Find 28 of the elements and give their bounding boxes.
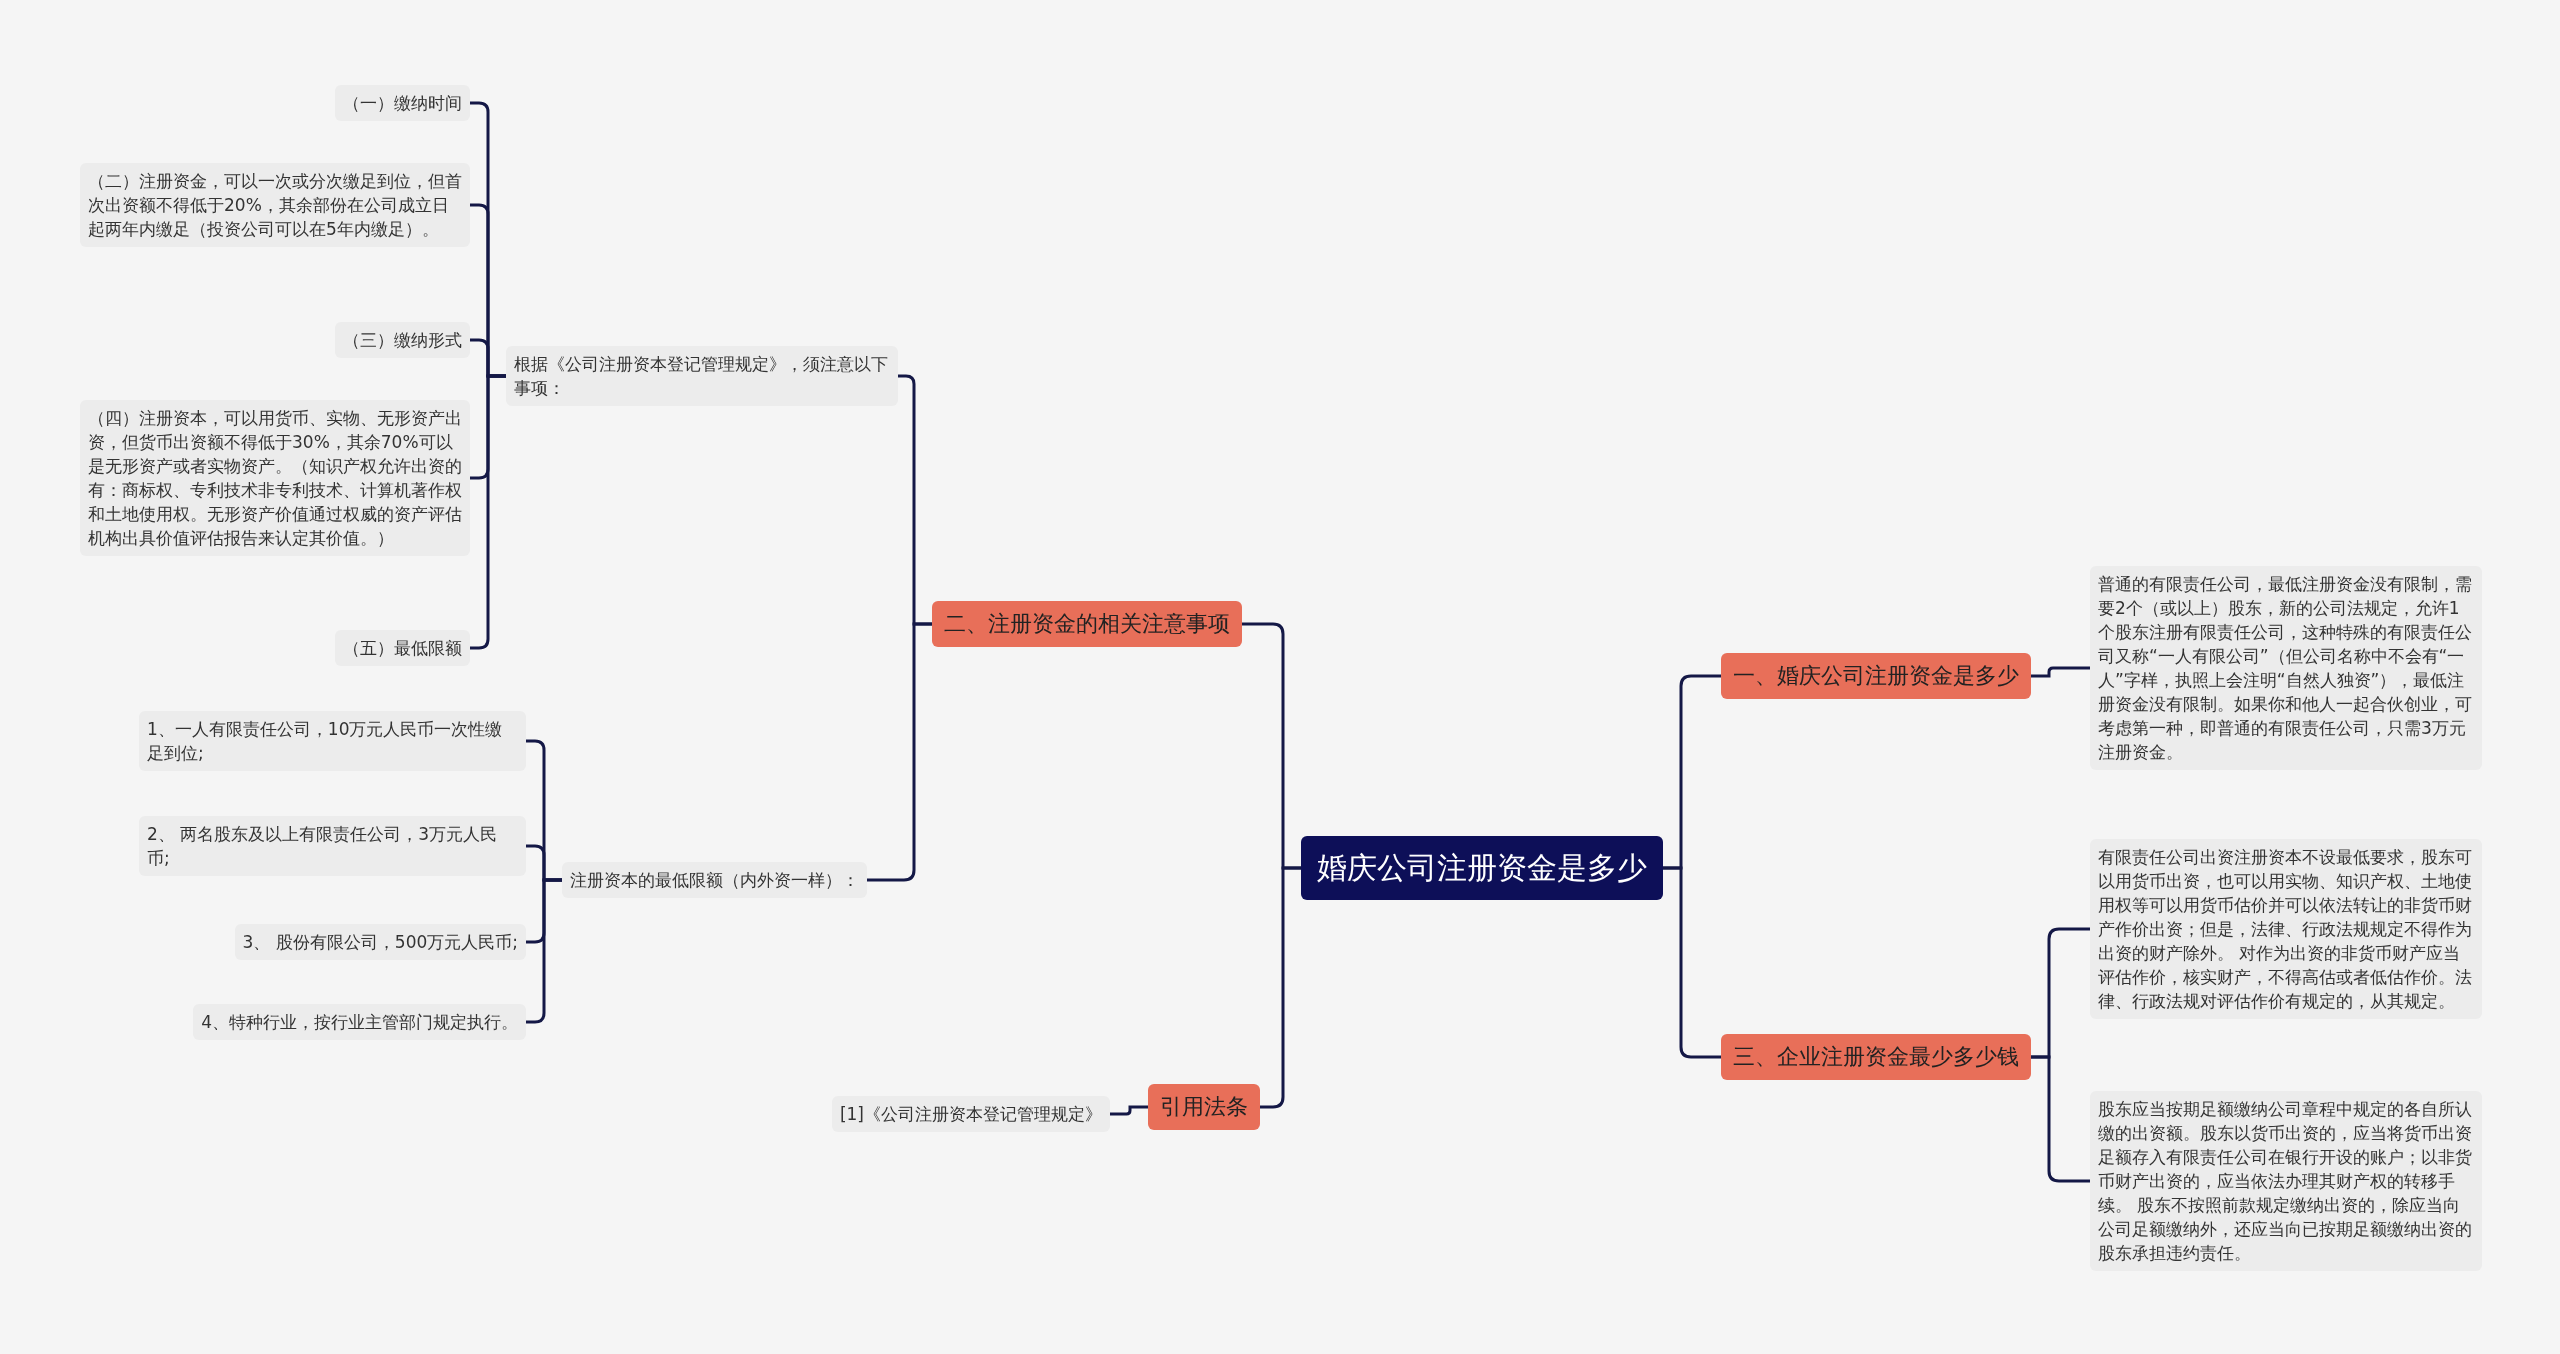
topic-box: 三、企业注册资金最少多少钱 <box>1721 1034 2031 1080</box>
note-box: 有限责任公司出资注册资本不设最低要求，股东可以用货币出资，也可以用实物、知识产权、土地使用权等可以用货币估价并可以依法转让的非货币财产作价出资；但是，法律、行政法规规定不得作为出资的财产除外。 对作为出资的非货币财产应当评估作价，核实财产，不得高估或者低估作价。法律、行政法规对评估作价有规定的，从其规定。 <box>2090 839 2482 1019</box>
connector-line <box>470 374 506 650</box>
note-box: （二）注册资金，可以一次或分次缴足到位，但首次出资额不得低于20%，其余部份在公司成立日起两年内缴足（投资公司可以在5年内缴足）。 <box>80 163 470 247</box>
note-box: 4、特种行业，按行业主管部门规定执行。 <box>193 1004 526 1040</box>
note-box: （三）缴纳形式 <box>335 322 470 358</box>
topic-box: 引用法条 <box>1148 1084 1260 1130</box>
connector-line <box>526 878 562 1024</box>
central-topic: 婚庆公司注册资金是多少 <box>1301 836 1663 900</box>
connector-line <box>1663 866 1721 1059</box>
note-box: （五）最低限额 <box>335 630 470 666</box>
note-box: 根据《公司注册资本登记管理规定》，须注意以下事项： <box>506 346 898 406</box>
connector-line <box>2031 1055 2090 1183</box>
topic-box: 一、婚庆公司注册资金是多少 <box>1721 653 2031 699</box>
connector-line <box>1110 1105 1148 1116</box>
note-box: 普通的有限责任公司，最低注册资金没有限制，需要2个（或以上）股东，新的公司法规定，允许1个股东注册有限责任公司，这种特殊的有限责任公司又称“一人有限公司”（但公司名称中不会有“一人”字样，执照上会注明“自然人独资”），最低注册资金没有限制。如果你和他人一起合伙创业，可考虑第一种，即普通的有限责任公司，只需3万元注册资金。 <box>2090 566 2482 770</box>
note-box: （一）缴纳时间 <box>335 85 470 121</box>
note-box: 2、 两名股东及以上有限责任公司，3万元人民币; <box>139 816 526 876</box>
topic-box: 二、注册资金的相关注意事项 <box>932 601 1242 647</box>
connector-line <box>1260 866 1301 1109</box>
note-box: 3、 股份有限公司，500万元人民币; <box>234 924 526 960</box>
note-box: （四）注册资本，可以用货币、实物、无形资产出资，但货币出资额不得低于30%，其余70%可以是无形资产或者实物资产。（知识产权允许出资的有：商标权、专利技术非专利技术、计算机著作权和土地使用权。无形资产价值通过权威的资产评估机构出具价值评估报告来认定其价值。） <box>80 400 470 556</box>
note-box: [1]《公司注册资本登记管理规定》 <box>831 1096 1110 1132</box>
connector-line <box>2031 666 2090 678</box>
note-box: 注册资本的最低限额（内外资一样）： <box>562 862 867 898</box>
note-box: 1、一人有限责任公司，10万元人民币一次性缴足到位; <box>139 711 526 771</box>
note-box: 股东应当按期足额缴纳公司章程中规定的各自所认缴的出资额。股东以货币出资的，应当将货币出资足额存入有限责任公司在银行开设的账户；以非货币财产出资的，应当依法办理其财产权的转移手续。 股东不按照前款规定缴纳出资的，除应当向公司足额缴纳外，还应当向已按期足额缴纳出资的股东承担违约责任。 <box>2090 1091 2482 1271</box>
connector-line <box>867 622 932 882</box>
